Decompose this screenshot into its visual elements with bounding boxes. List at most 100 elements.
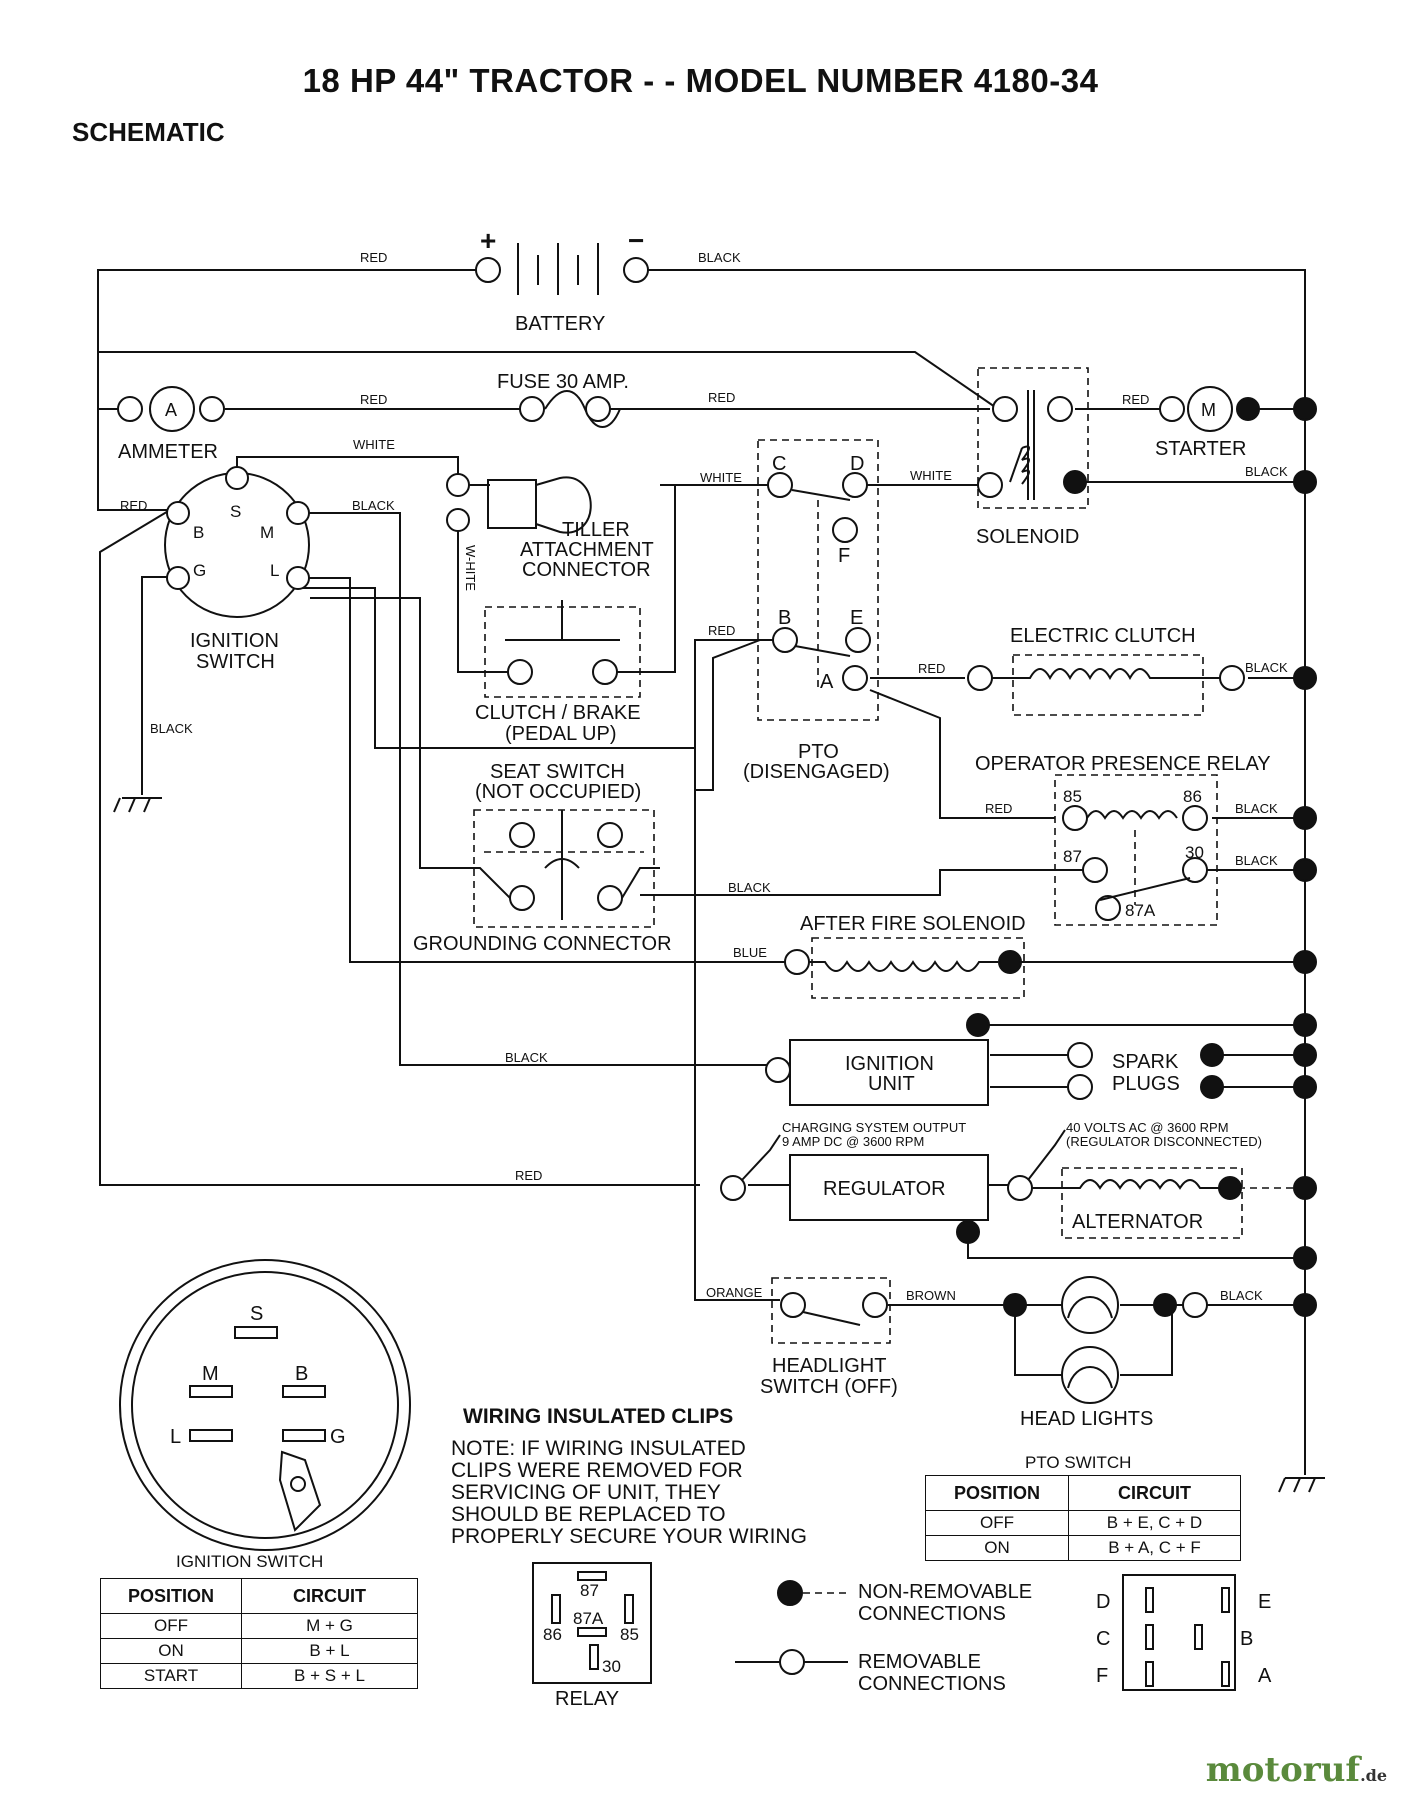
table-row: ON B + A, C + F xyxy=(925,1535,1241,1561)
spark-plug-2-terminal xyxy=(1067,1074,1093,1100)
electric-clutch-box xyxy=(1012,654,1204,716)
table-cell: OFF xyxy=(100,1613,242,1639)
pto-switch-box xyxy=(757,439,879,721)
clutch-brake-terminal-1 xyxy=(507,659,533,685)
tiller-label-2: ATTACHMENT xyxy=(520,539,654,561)
battery-symbol xyxy=(475,243,649,295)
wire-label-black-clutch: BLACK xyxy=(1245,660,1288,675)
after-fire-solenoid-label: AFTER FIRE SOLENOID xyxy=(800,913,1026,935)
headlight-switch-terminal-2 xyxy=(862,1292,888,1318)
clips-note-line: SHOULD BE REPLACED TO xyxy=(451,1503,726,1526)
ground-left-2 xyxy=(113,797,121,813)
wire-w-hite xyxy=(457,520,520,673)
wire-label-red-pto-b: RED xyxy=(708,623,735,638)
pto-label-e: E xyxy=(850,607,863,629)
ign-face-b: B xyxy=(295,1363,308,1385)
relay-diagram-label: RELAY xyxy=(555,1688,619,1710)
clips-note-line: SERVICING OF UNIT, THEY xyxy=(451,1481,721,1504)
relay-pin-86: 86 xyxy=(543,1625,562,1644)
relay-coil xyxy=(1086,810,1178,820)
seat-switch-box xyxy=(473,809,655,928)
seat-switch-label-2: (NOT OCCUPIED) xyxy=(475,781,641,803)
table-cell: ON xyxy=(100,1638,242,1664)
wire-label-w-hite: W-HITE xyxy=(463,545,478,591)
table-row: ON B + L xyxy=(100,1638,418,1664)
ground-right-2 xyxy=(1278,1477,1286,1493)
starter-motor-icon xyxy=(1187,386,1233,432)
alternator-ground-terminal xyxy=(1218,1176,1242,1200)
pto-face-b: B xyxy=(1240,1628,1253,1650)
ignition-unit-label-1: IGNITION xyxy=(845,1053,934,1075)
watermark-suffix: .de xyxy=(1360,1766,1387,1785)
regulator-label: REGULATOR xyxy=(823,1178,946,1200)
wire-label-orange: ORANGE xyxy=(706,1285,763,1300)
alternator-box xyxy=(1061,1167,1243,1239)
table-header: POSITION xyxy=(100,1578,242,1614)
relay-pin-30: 30 xyxy=(602,1657,621,1676)
table-cell: ON xyxy=(925,1535,1069,1561)
electric-clutch-terminal-out xyxy=(1219,665,1245,691)
spark-plug-1-terminal xyxy=(1067,1042,1093,1068)
wire-label-red-fuse: RED xyxy=(708,390,735,405)
ign-face-g: G xyxy=(330,1426,346,1448)
ignition-terminal-l xyxy=(286,566,310,590)
tiller-label-1: TILLER xyxy=(562,519,630,541)
electric-clutch-label: ELECTRIC CLUTCH xyxy=(1010,625,1196,647)
wire-red-pto-b xyxy=(695,639,761,791)
alternator-coil xyxy=(1032,1179,1228,1190)
solenoid-terminal-white xyxy=(977,472,1003,498)
table-cell: START xyxy=(100,1663,242,1689)
ignition-terminal-g xyxy=(166,566,190,590)
pto-terminal-d xyxy=(842,472,868,498)
head-lights-label: HEAD LIGHTS xyxy=(1020,1408,1153,1430)
page-title: 18 HP 44" TRACTOR - - MODEL NUMBER 4180-… xyxy=(302,62,1099,99)
clutch-brake-label-2: (PEDAL UP) xyxy=(505,723,617,745)
relay-terminal-87a xyxy=(1095,895,1121,921)
wire-black-m xyxy=(300,512,775,1066)
ignition-switch-face-icon xyxy=(119,1259,411,1551)
headlight-1-filament xyxy=(1067,1296,1113,1319)
spark-plugs-label-2: PLUGS xyxy=(1112,1073,1180,1095)
ignition-label-m: M xyxy=(260,523,274,542)
wire-label-white-pto: WHITE xyxy=(700,470,742,485)
pto-contact-cd xyxy=(791,489,851,501)
alternator-note-1: 40 VOLTS AC @ 3600 RPM xyxy=(1066,1120,1229,1135)
ignition-table-caption: IGNITION SWITCH xyxy=(176,1552,323,1571)
starter-ground-terminal xyxy=(1236,397,1260,421)
ignition-switch-label-2: SWITCH xyxy=(196,651,275,673)
ignition-label-b: B xyxy=(193,523,204,542)
wire-l-3 xyxy=(310,597,470,869)
wire-label-black-ign: BLACK xyxy=(505,1050,548,1065)
seat-switch-lead-left xyxy=(470,867,511,899)
legend-open-dot xyxy=(779,1649,805,1675)
after-fire-coil xyxy=(809,960,998,972)
relay-terminal-86 xyxy=(1182,805,1208,831)
page-subtitle: SCHEMATIC xyxy=(72,117,225,147)
ignition-label-g: G xyxy=(193,561,206,580)
wire-headlights xyxy=(1014,1305,1063,1376)
wire-label-red-battery: RED xyxy=(360,250,387,265)
wire-clutch-brake-out xyxy=(605,485,676,673)
starter-label: STARTER xyxy=(1155,438,1247,460)
clips-note-line: NOTE: IF WIRING INSULATED xyxy=(451,1437,746,1460)
relay-label-86: 86 xyxy=(1183,787,1202,806)
pto-terminal-f xyxy=(832,517,858,543)
relay-pin-diagram xyxy=(532,1562,652,1684)
relay-label-87: 87 xyxy=(1063,847,1082,866)
wire-label-black-30: BLACK xyxy=(1235,853,1278,868)
wire-label-red-starter: RED xyxy=(1122,392,1149,407)
legend-filled-dot xyxy=(777,1580,803,1606)
starter-symbol: M xyxy=(1201,400,1216,420)
seat-switch-label-1: SEAT SWITCH xyxy=(490,761,625,783)
solenoid-label: SOLENOID xyxy=(976,526,1079,548)
table-header: CIRCUIT xyxy=(241,1578,418,1614)
wire-pto-to-relay85 xyxy=(869,689,1055,819)
table-cell: B + A, C + F xyxy=(1068,1535,1241,1561)
watermark-logo: motoruf.de xyxy=(1206,1750,1387,1790)
headlight-1-icon xyxy=(1061,1276,1119,1334)
pto-label-2: (DISENGAGED) xyxy=(743,761,890,783)
after-fire-terminal-in xyxy=(784,949,810,975)
headlight-switch-label-2: SWITCH (OFF) xyxy=(760,1376,898,1398)
pto-face-c: C xyxy=(1096,1628,1110,1650)
clips-note: NOTE: IF WIRING INSULATED CLIPS WERE REM… xyxy=(451,1438,807,1548)
